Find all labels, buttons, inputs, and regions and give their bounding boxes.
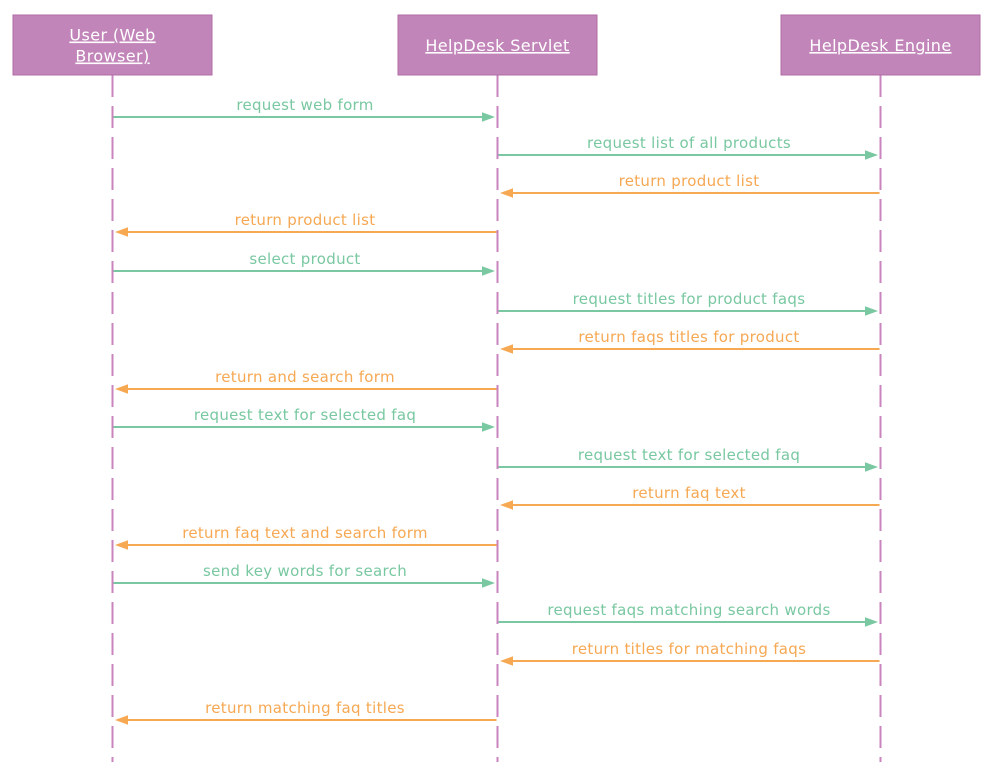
message-label: request text for selected faq [194,406,416,424]
arrowhead-icon [482,578,495,588]
message-row: return faq text [500,484,880,510]
actor-label: User (Web [69,26,155,45]
message-row: select product [113,250,495,276]
message-label: return product list [235,211,376,229]
message-row: request faqs matching search words [498,601,878,627]
arrowhead-icon [865,150,878,160]
arrowhead-icon [482,266,495,276]
message-label: request faqs matching search words [547,601,830,619]
arrowhead-icon [500,500,513,510]
message-row: return matching faq titles [115,699,497,725]
message-label: return faqs titles for product [578,328,799,346]
arrowhead-icon [865,306,878,316]
message-row: request text for selected faq [113,406,495,432]
message-row: return faqs titles for product [500,328,880,354]
actor-helpdesk-engine: HelpDesk Engine [780,14,981,762]
arrowhead-icon [500,344,513,354]
message-row: return titles for matching faqs [500,640,880,666]
message-label: request web form [236,96,373,114]
message-label: select product [249,250,360,268]
actor-label: HelpDesk Engine [809,36,951,55]
message-row: request list of all products [498,134,878,160]
actor-box [397,14,598,76]
message-label: request text for selected faq [578,446,800,464]
arrowhead-icon [115,715,128,725]
message-label: return titles for matching faqs [572,640,806,658]
message-row: request web form [113,96,495,122]
message-label: request titles for product faqs [573,290,806,308]
message-row: return product list [115,211,497,237]
message-label: return product list [619,172,760,190]
message-label: request list of all products [587,134,791,152]
message-label: return matching faq titles [205,699,405,717]
actor-label: Browser) [75,47,149,66]
arrowhead-icon [115,384,128,394]
actor-box [780,14,981,76]
actor-label: HelpDesk Servlet [425,36,569,55]
message-row: return product list [500,172,880,198]
arrowhead-icon [865,462,878,472]
arrowhead-icon [500,656,513,666]
message-row: send key words for search [113,562,495,588]
message-row: return faq text and search form [115,524,497,550]
arrowhead-icon [482,112,495,122]
message-row: request text for selected faq [498,446,878,472]
message-label: return faq text [632,484,746,502]
message-label: return faq text and search form [182,524,428,542]
actor-box [12,14,213,76]
arrowhead-icon [482,422,495,432]
arrowhead-icon [115,540,128,550]
message-row: return and search form [115,368,497,394]
arrowhead-icon [115,227,128,237]
arrowhead-icon [500,188,513,198]
message-row: request titles for product faqs [498,290,878,316]
message-label: send key words for search [203,562,407,580]
arrowhead-icon [865,617,878,627]
actor-helpdesk-servlet: HelpDesk Servlet [397,14,598,762]
message-label: return and search form [215,368,395,386]
